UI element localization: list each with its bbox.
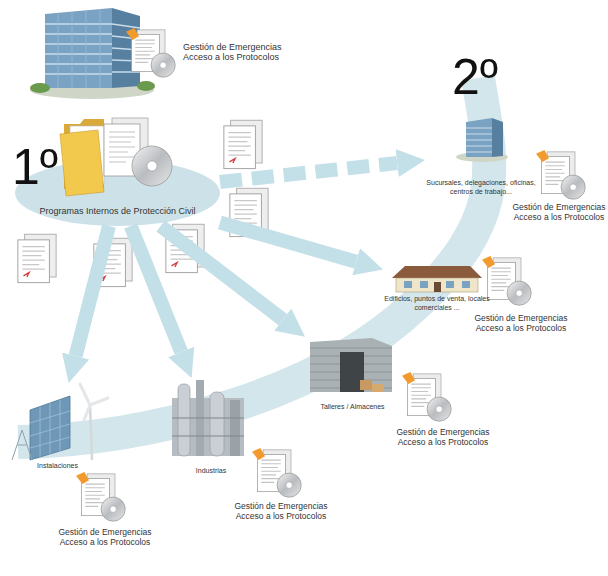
site-caption: Instalaciones (5, 462, 110, 470)
site-node: Edificios, puntos de venta, locales come… (383, 258, 491, 312)
bush (30, 83, 50, 93)
document-icon (224, 120, 262, 168)
front-page (104, 124, 140, 176)
document-icon (230, 188, 268, 236)
door (434, 282, 441, 292)
node-text-group: Industrias (165, 467, 257, 475)
tower-windows (45, 24, 140, 74)
site-node: Instalaciones (5, 383, 110, 470)
site-node: Industrias (165, 378, 257, 475)
flow-arrow (220, 163, 397, 182)
flow-band (18, 78, 489, 442)
flow-arrow (220, 223, 356, 262)
ellipse-fill (15, 160, 220, 226)
refinery-plant (172, 380, 244, 456)
back-page (112, 118, 148, 168)
tank (210, 392, 224, 456)
step-number: 2º (452, 52, 522, 102)
flow-arrow (131, 226, 182, 352)
program-ellipse: Programas Internos de Protección Civil (15, 160, 220, 226)
tower-side (492, 118, 503, 157)
tower-front (466, 118, 492, 157)
protocol-icon (76, 472, 125, 521)
protocol-label: Gestión de Emergencias Acceso a los Prot… (384, 428, 502, 448)
turbine-mast (90, 405, 92, 460)
warehouse-building (310, 338, 392, 392)
tank (178, 384, 190, 456)
protocol-label: Gestión de Emergencias Acceso a los Prot… (462, 314, 580, 334)
shop-building (392, 266, 482, 292)
protocol-label: Gestión de Emergencias Acceso a los Prot… (500, 203, 608, 223)
folder-back (64, 119, 104, 189)
node-text-group: Edificios, puntos de venta, locales come… (383, 295, 491, 312)
facade (396, 278, 478, 292)
site-caption: Sucursales, delegaciones, oficinas, cent… (425, 179, 537, 196)
node-text-group: Sucursales, delegaciones, oficinas, cent… (425, 179, 537, 196)
pylon (12, 430, 32, 460)
protocol-label: Gestión de Emergencias Acceso a los Prot… (46, 528, 164, 548)
solar-panel (30, 396, 70, 460)
crate (360, 380, 372, 390)
site-caption: Edificios, puntos de venta, locales come… (383, 295, 491, 312)
program-folder (60, 118, 172, 196)
bush (137, 81, 155, 91)
tower-front (45, 8, 112, 88)
site-node: Talleres / Almacenes (305, 335, 400, 411)
protocol-icon (402, 372, 451, 421)
document-icon (94, 238, 132, 286)
protocol-icon (252, 448, 301, 497)
roof (392, 266, 482, 278)
site-caption: Industrias (165, 467, 257, 475)
text-lines (109, 132, 135, 162)
cd-hole (147, 161, 157, 171)
cd-disc (132, 146, 172, 186)
flow-arrow (161, 226, 283, 320)
folder-paper (70, 126, 104, 184)
site-caption: Talleres / Almacenes (305, 403, 400, 411)
site-node: Sucursales, delegaciones, oficinas, cent… (425, 112, 537, 196)
tower-windows (466, 128, 492, 152)
warehouse-wall (310, 338, 392, 392)
protocol-label: Gestión de Emergencias Acceso a los Prot… (222, 502, 340, 522)
program-title: Programas Internos de Protección Civil (23, 206, 213, 217)
column (230, 400, 240, 456)
crate (372, 384, 384, 392)
installations-equipment (12, 384, 108, 460)
folder-front (60, 130, 104, 196)
document-icon (166, 224, 204, 272)
panel-grid (30, 400, 70, 457)
protocol-icon (536, 150, 585, 199)
branch-office-building (456, 118, 508, 162)
node-text-group: Instalaciones (5, 462, 110, 470)
protocol-label: Gestión de Emergencias Acceso a los Prot… (183, 42, 301, 63)
tower-mullions (58, 9, 100, 88)
pipes (172, 418, 244, 436)
protocol-icon (126, 28, 175, 77)
node-text-group: Talleres / Almacenes (305, 403, 400, 411)
node-text-group: Programas Internos de Protección Civil (23, 206, 213, 217)
document-icon (18, 234, 56, 282)
flow-arrow (76, 226, 109, 356)
turbine-blades (80, 384, 108, 420)
